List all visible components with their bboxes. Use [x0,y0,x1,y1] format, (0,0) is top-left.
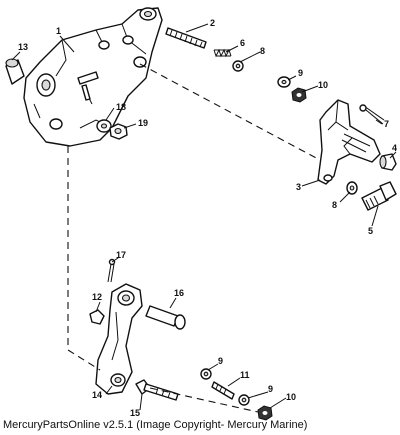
part-10-nut-upper [291,87,307,103]
leader-lines [11,23,397,411]
part-5-bolt [361,181,397,211]
part-4-cap [379,153,397,171]
callout-7: 6 [240,38,245,48]
part-8-washer-upper [232,60,244,72]
bracket-pin [77,71,99,101]
part-15-clevis-pin [145,305,186,330]
callout-18: 18 [116,102,126,112]
callout-10-lower: 10 [286,392,296,402]
callout-3: 3 [296,182,301,192]
part-13-link [95,283,143,395]
callout-9-lower-right: 9 [268,384,273,394]
callout-13: 14 [92,390,102,400]
callout-1: 1 [56,26,61,36]
part-14-bolt [135,379,179,401]
part-11-stud [211,381,235,400]
part-6-cotter-pin [359,104,385,125]
part-9-washer-upper [277,76,291,88]
callout-11: 11 [240,370,250,380]
callout-4: 4 [392,143,397,153]
callout-9-upper: 9 [298,68,303,78]
part-3-lever [317,99,381,185]
part-8-washer-right [346,181,358,195]
part-10-nut-lower [257,405,273,421]
callout-2: 2 [210,18,215,28]
part-9-washer-lower-left [200,368,212,380]
part-17-sleeve [5,58,25,85]
callout-8-upper: 8 [260,46,265,56]
dashed-centerlines [67,63,321,413]
part-19-nut [109,123,128,140]
part-2-stud [165,27,207,49]
part-12-clip [89,309,105,325]
callout-14: 15 [130,408,140,418]
part-9-washer-lower-right [238,394,250,406]
callout-8-right: 8 [332,200,337,210]
callout-16: 17 [116,250,126,260]
callout-5: 5 [368,226,373,236]
callout-labels: 13 1 2 6 8 9 10 7 4 3 8 5 18 19 17 12 16… [18,18,397,418]
callout-19: 19 [138,118,148,128]
copyright-caption: MercuryPartsOnline v2.5.1 (Image Copyrig… [3,419,308,431]
callout-17: 13 [18,42,28,52]
callout-9-lower-left: 9 [218,356,223,366]
callout-15: 16 [174,288,184,298]
part-18-washer [96,119,112,133]
callout-6: 7 [384,119,389,129]
callout-10-upper: 10 [318,80,328,90]
callout-12: 12 [92,292,102,302]
part-16-cotter-pin [107,258,116,283]
